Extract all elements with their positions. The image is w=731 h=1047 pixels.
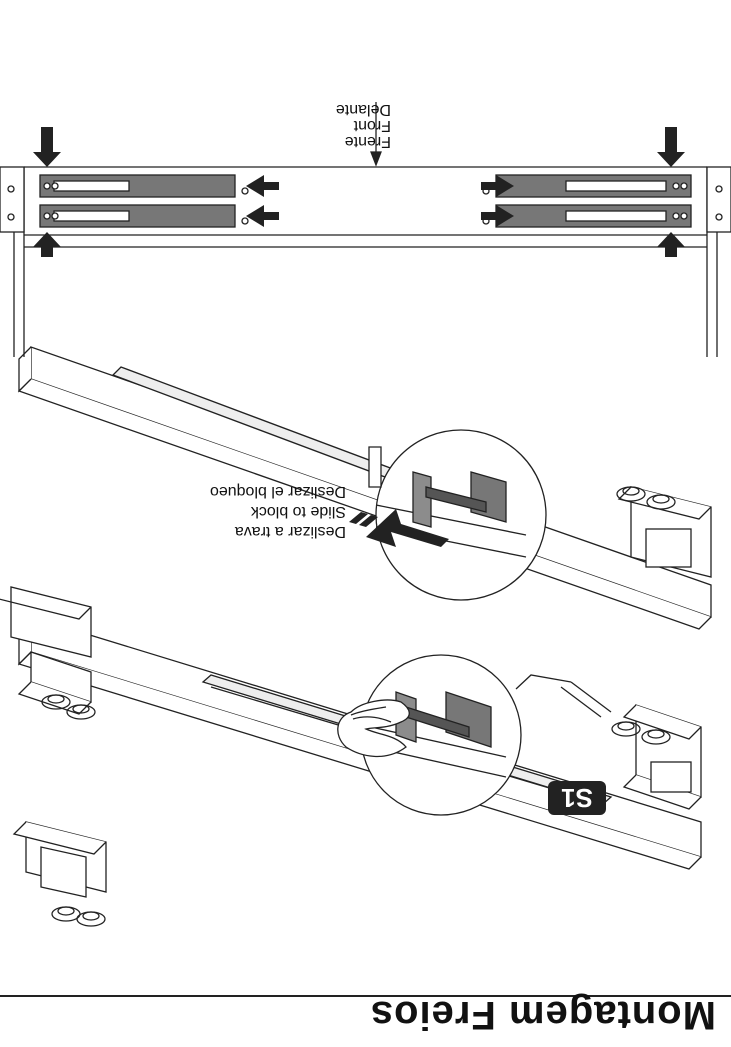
- slide-instruction-label: Deslizar a trava Slide to block Deslizar…: [210, 481, 346, 541]
- front-label-pt: Frente: [344, 133, 391, 150]
- step-badge: S1: [548, 781, 606, 815]
- front-label-en: Front: [353, 117, 391, 134]
- rail-with-hand-diagram: [12, 616, 702, 927]
- slide-arrow-icon: [349, 509, 449, 547]
- front-view-diagram: [0, 166, 731, 357]
- front-pointer-arrow: [370, 102, 382, 167]
- slide-instruction-en: Slide to block: [250, 503, 346, 520]
- front-label-es: Delante: [335, 101, 391, 118]
- front-view-arrows: [33, 127, 685, 257]
- page-title: Montagem Freios: [369, 993, 716, 1037]
- rail-slide-diagram: [0, 346, 712, 720]
- front-labels: Frente Front Delante: [335, 101, 391, 150]
- slide-instruction-pt: Deslizar a trava: [234, 523, 346, 540]
- slide-instruction-es: Deslizar el bloqueo: [209, 483, 346, 500]
